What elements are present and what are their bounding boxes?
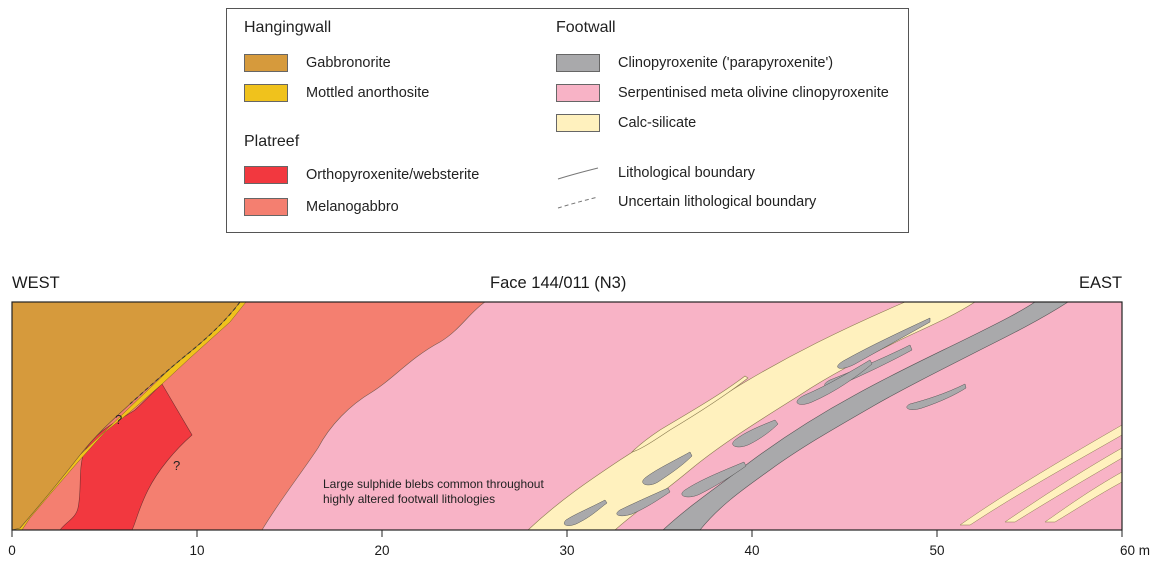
clinopyroxenite-lens [642,451,693,486]
dashed-boundary-line-icon [557,196,599,209]
scale-label: 40 [744,543,760,558]
legend-item-orthopyroxenite: Orthopyroxenite/websterite [244,164,479,186]
scale-label: 10 [189,543,205,558]
clinopyroxenite-lens [564,499,608,526]
footwall-note-line: Large sulphide blebs common throughout [323,477,544,491]
clinopyroxenite-lens [906,383,967,410]
calc-silicate-streak [1044,471,1123,523]
uncertain-mark: ? [115,412,122,427]
legend-box: Hangingwall Gabbronorite Mottled anortho… [226,8,909,233]
calc-silicate-streak [959,424,1123,526]
scale-label: 50 [929,543,945,558]
melanogabbro-swatch [244,198,288,216]
footwall-note: Large sulphide blebs common throughout h… [323,477,544,507]
scale-label: 30 [559,543,575,558]
legend-label-serpentinised: Serpentinised meta olivine clinopyroxeni… [618,85,889,101]
serpentinised-swatch [556,84,600,102]
calc-silicate-swatch [556,114,600,132]
legend-item-mottled-anorthosite: Mottled anorthosite [244,82,429,104]
legend-item-gabbronorite: Gabbronorite [244,52,391,74]
legend-label-lithological-boundary: Lithological boundary [618,165,756,181]
clinopyroxenite-lens [732,419,779,448]
uncertain-boundary-line [129,301,241,405]
mottled-anorthosite-swatch [244,84,288,102]
legend-label-gabbronorite: Gabbronorite [306,55,391,71]
legend-item-lithological-boundary: Lithological boundary [556,162,755,184]
legend-label-orthopyroxenite: Orthopyroxenite/websterite [306,167,480,183]
geological-cross-section: ? ? [11,301,1123,537]
clinopyroxenite-lens [681,461,747,498]
legend-item-calc-silicate: Calc-silicate [556,112,696,134]
scale-label: 0 [8,543,16,558]
legend-heading-footwall: Footwall [556,19,616,36]
east-label: EAST [1079,274,1123,292]
legend-label-calc-silicate: Calc-silicate [618,115,697,131]
legend-item-uncertain-boundary: Uncertain lithological boundary [556,191,816,213]
footwall-note-line: highly altered footwall lithologies [323,492,496,506]
calc-silicate-streak [1004,447,1123,523]
legend-label-clinopyroxenite: Clinopyroxenite ('parapyroxenite') [618,55,834,71]
west-label: WEST [12,274,60,292]
clinopyroxenite-lens [796,359,873,405]
uncertain-mark: ? [173,458,180,473]
legend-item-clinopyroxenite: Clinopyroxenite ('parapyroxenite') [556,52,833,74]
legend-label-uncertain-boundary: Uncertain lithological boundary [618,194,817,210]
scale-label: 20 [374,543,390,558]
gabbronorite-swatch [244,54,288,72]
section-title: Face 144/011 (N3) [490,274,627,292]
solid-boundary-line-icon [557,167,599,180]
legend-heading-hangingwall: Hangingwall [244,19,332,36]
legend-label-melanogabbro: Melanogabbro [306,199,399,215]
legend-label-mottled-anorthosite: Mottled anorthosite [306,85,430,101]
legend-item-serpentinised: Serpentinised meta olivine clinopyroxeni… [556,82,889,104]
scale-ticks [11,530,1123,537]
clinopyroxenite-lens [616,487,671,517]
legend-item-melanogabbro: Melanogabbro [244,196,399,218]
legend-heading-platreef: Platreef [244,133,300,150]
clinopyroxenite-swatch [556,54,600,72]
orthopyroxenite-unit [59,383,193,531]
clinopyroxenite-lens [837,317,931,369]
calc-silicate-streak [631,375,749,453]
scale-label: 60 m [1119,543,1151,558]
orthopyroxenite-swatch [244,166,288,184]
